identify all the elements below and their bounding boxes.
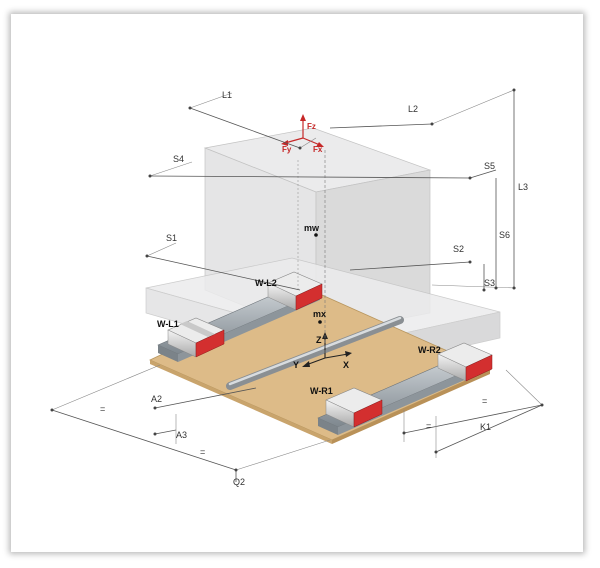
dimension-arrowheads xyxy=(50,88,544,472)
label-mw: mw xyxy=(304,223,320,233)
label-equal-3: = xyxy=(426,421,431,431)
label-s3: S3 xyxy=(484,278,495,288)
label-fx: Fx xyxy=(313,145,323,154)
carriage-w-l1 xyxy=(167,317,225,358)
label-w-r1: W-R1 xyxy=(310,386,333,396)
label-axis-x: X xyxy=(343,360,349,370)
carriage-w-l2 xyxy=(267,271,323,311)
fz-arrow xyxy=(300,114,306,121)
mx-point xyxy=(318,320,322,324)
label-s5: S5 xyxy=(484,161,495,171)
label-l3: L3 xyxy=(518,182,528,192)
fy-arrow xyxy=(281,140,288,146)
round-shaft xyxy=(226,316,404,390)
carriage-w-r1 xyxy=(325,387,383,428)
fx-arrow xyxy=(316,142,324,147)
label-a3: A3 xyxy=(176,430,187,440)
label-axis-z: Z xyxy=(316,335,322,345)
label-s1: S1 xyxy=(166,233,177,243)
y-axis-arrow xyxy=(302,361,310,367)
carriage-w-r2 xyxy=(437,342,493,382)
mw-point xyxy=(314,233,318,237)
label-k1: K1 xyxy=(480,422,491,432)
label-equal-1: = xyxy=(100,404,105,414)
label-fy: Fy xyxy=(282,145,292,154)
label-mx: mx xyxy=(313,309,326,319)
label-w-r2: W-R2 xyxy=(418,345,441,355)
x-axis-arrow xyxy=(345,351,352,357)
label-equal-4: = xyxy=(482,396,487,406)
label-w-l2: W-L2 xyxy=(255,278,277,288)
label-l2: L2 xyxy=(408,104,418,114)
label-l1: L1 xyxy=(222,90,232,100)
label-w-l1: W-L1 xyxy=(157,319,179,329)
label-fz: Fz xyxy=(307,122,316,131)
label-a2: A2 xyxy=(151,394,162,404)
label-s6: S6 xyxy=(499,230,510,240)
label-s2: S2 xyxy=(453,244,464,254)
label-equal-2: = xyxy=(200,447,205,457)
label-s4: S4 xyxy=(173,154,184,164)
label-q2: Q2 xyxy=(233,477,245,487)
label-axis-y: Y xyxy=(293,360,299,370)
